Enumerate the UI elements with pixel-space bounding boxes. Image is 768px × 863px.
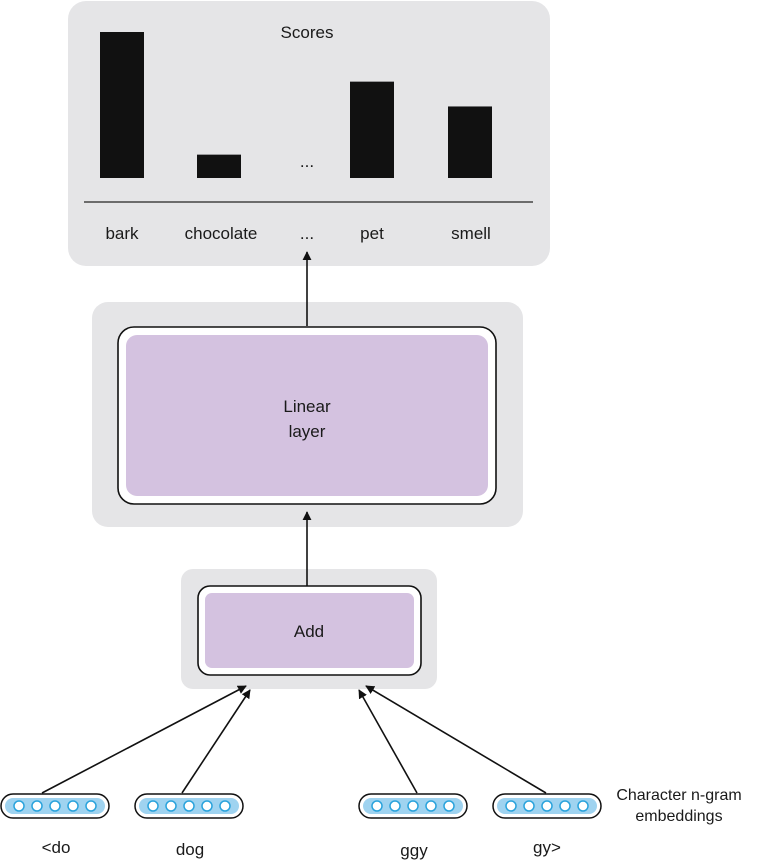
- embedding-dot: [389, 800, 401, 812]
- embeddings-caption-line2: embeddings: [635, 808, 722, 825]
- embedding-dot: [165, 800, 177, 812]
- embedding-dot: [541, 800, 553, 812]
- embedding-dot: [183, 800, 195, 812]
- score-label-ellipsis: ...: [300, 224, 314, 243]
- linear-layer-fill: [126, 335, 488, 496]
- embedding-dot: [443, 800, 455, 812]
- token-label-1: <do: [42, 838, 71, 857]
- embedding-dot: [577, 800, 589, 812]
- embedding-dot: [407, 800, 419, 812]
- scores-panel-bg: [68, 1, 550, 266]
- score-label-bark: bark: [105, 224, 139, 243]
- bar-chocolate: [197, 154, 241, 178]
- score-label-chocolate: chocolate: [185, 224, 258, 243]
- arrows: [41, 251, 547, 794]
- add-fill: [205, 593, 414, 668]
- embedding-dot: [147, 800, 159, 812]
- embedding-dot: [505, 800, 517, 812]
- embedding-dot: [559, 800, 571, 812]
- arrow-emb3-to-add: [358, 689, 418, 794]
- embedding-dot: [219, 800, 231, 812]
- bar-pet: [350, 81, 394, 178]
- embedding-vector-3: [358, 793, 468, 819]
- add-block: Add: [181, 569, 437, 689]
- token-label-3: ggy: [400, 841, 428, 860]
- score-bars: [100, 32, 492, 178]
- linear-layer-block: Linear layer: [92, 302, 523, 527]
- score-label-pet: pet: [360, 224, 384, 243]
- embedding-vector-1: [0, 793, 110, 819]
- embedding-dot: [67, 800, 79, 812]
- embedding-dot: [201, 800, 213, 812]
- embedding-dot: [523, 800, 535, 812]
- embedding-vector-2: [134, 793, 244, 819]
- arrow-emb4-to-add: [365, 685, 547, 794]
- embedding-dot: [425, 800, 437, 812]
- embedding-dot: [49, 800, 61, 812]
- linear-layer-label-line1: Linear: [283, 397, 331, 416]
- embedding-vector-4: [492, 793, 602, 819]
- scores-title: Scores: [281, 23, 334, 42]
- scores-panel: Scores ... bark chocolate ... pet smell: [68, 1, 550, 266]
- embedding-dot: [371, 800, 383, 812]
- embeddings-caption-line1: Character n-gram: [616, 787, 741, 804]
- bar-bark: [100, 32, 144, 178]
- linear-layer-label-line2: layer: [289, 422, 326, 441]
- bar-smell: [448, 106, 492, 178]
- token-label-2: dog: [176, 840, 204, 859]
- score-label-smell: smell: [451, 224, 491, 243]
- embedding-dot: [31, 800, 43, 812]
- token-label-4: gy>: [533, 838, 561, 857]
- arrow-emb2-to-add: [181, 689, 251, 794]
- bars-ellipsis: ...: [300, 152, 314, 171]
- embedding-dot: [13, 800, 25, 812]
- embedding-dot: [85, 800, 97, 812]
- arrow-emb1-to-add: [41, 685, 247, 794]
- add-label: Add: [294, 622, 324, 641]
- embeddings-row: [0, 793, 602, 819]
